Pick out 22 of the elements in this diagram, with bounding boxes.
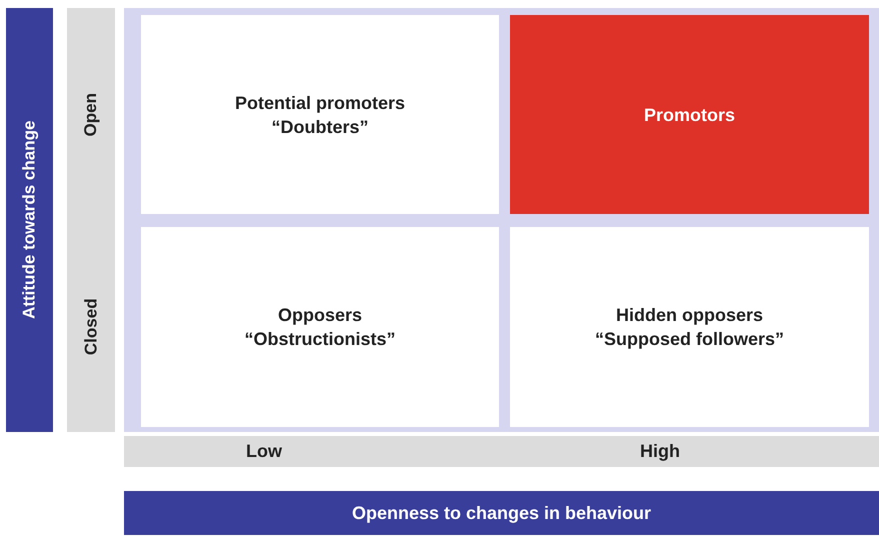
quadrant-label: “Supposed followers” xyxy=(594,328,784,351)
quadrant-label: “Doubters” xyxy=(271,116,368,138)
axis-band xyxy=(124,491,879,535)
axis-band xyxy=(6,8,53,432)
axis-label: Low xyxy=(246,440,282,463)
quadrant xyxy=(141,227,499,427)
axis-label: Closed xyxy=(80,298,102,356)
quadrant-label: Opposers xyxy=(278,304,362,327)
quadrant-label: Potential promoters xyxy=(234,92,406,114)
axis-scale-band xyxy=(67,8,115,432)
axis-label: Open xyxy=(80,92,102,136)
axis-scale-band xyxy=(124,436,879,467)
quadrant xyxy=(510,15,869,214)
quadrant xyxy=(510,227,869,427)
axis-label: Openness to changes in behaviour xyxy=(352,502,652,525)
axis-label: High xyxy=(640,440,680,463)
quadrant-label: Promotors xyxy=(644,104,735,126)
matrix-panel xyxy=(124,8,879,432)
quadrant-label: “Obstructionists” xyxy=(244,328,396,351)
quadrant xyxy=(141,15,499,214)
axis-label: Attitude towards change xyxy=(18,120,40,320)
quadrant-label: Hidden opposers xyxy=(616,304,763,327)
